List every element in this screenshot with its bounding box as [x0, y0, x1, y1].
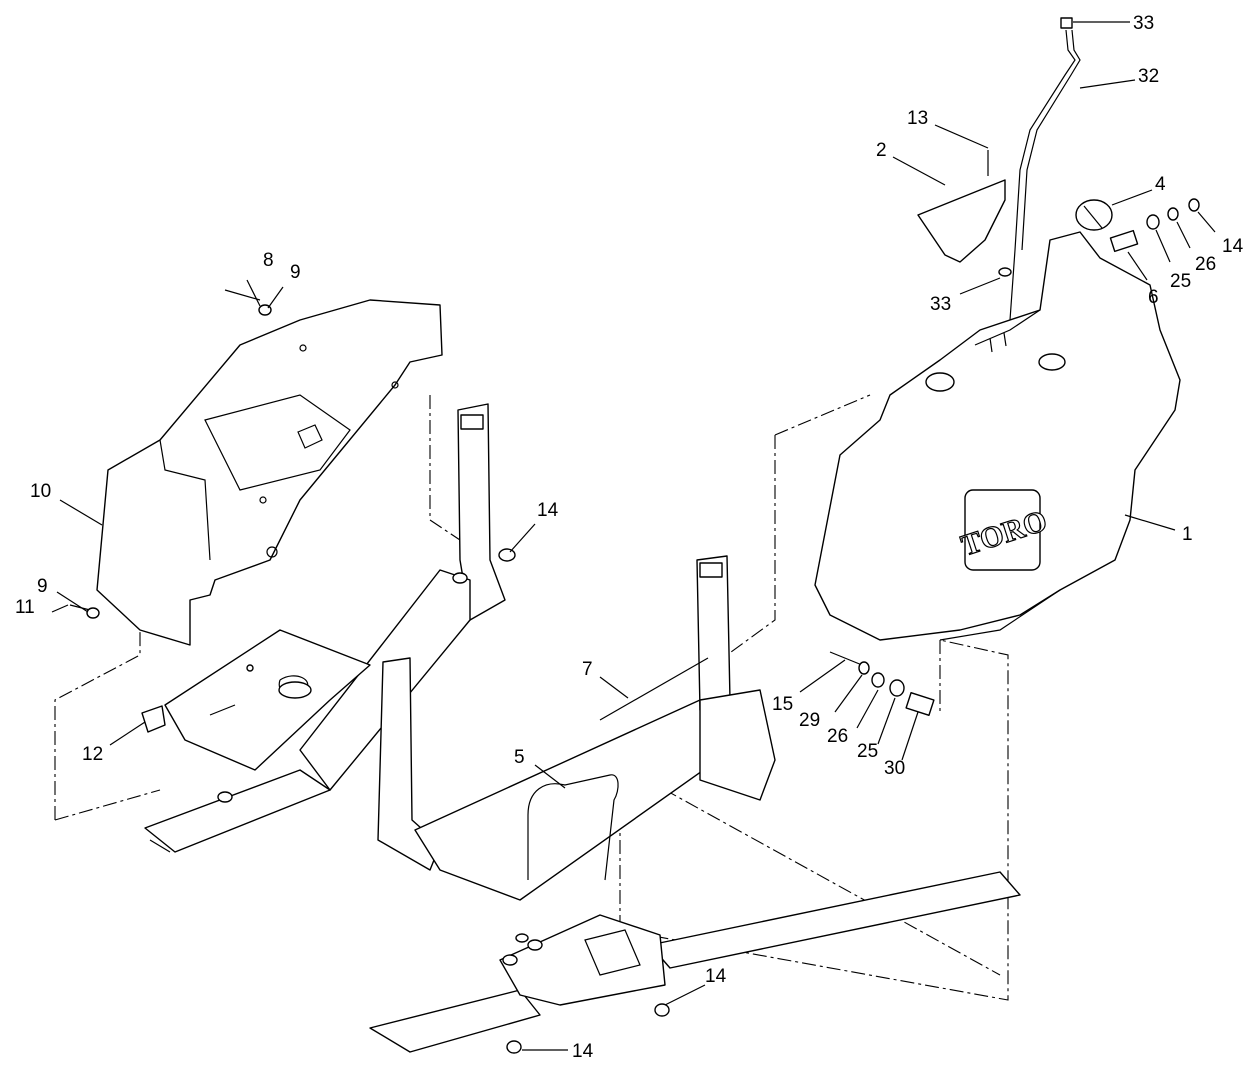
callout-14-bottom: 14 — [572, 1041, 594, 1062]
callout-8: 8 — [263, 250, 274, 271]
callout-14-tank: 14 — [1222, 236, 1244, 257]
callout-33-top: 33 — [1133, 13, 1154, 34]
callout-10: 10 — [30, 481, 51, 502]
callout-5: 5 — [514, 747, 525, 768]
callout-33-mid: 33 — [930, 294, 951, 315]
leader-lines — [51, 21, 1216, 1051]
assembly-outlines — [54, 394, 1009, 1001]
callout-25-tank: 25 — [1170, 271, 1191, 292]
callout-14-front: 14 — [705, 966, 727, 987]
seat-shroud-part — [96, 299, 443, 646]
small-parts — [69, 17, 1200, 1054]
callout-15: 15 — [772, 694, 793, 715]
callout-11: 11 — [15, 597, 35, 618]
callout-4: 4 — [1155, 174, 1166, 195]
callout-29: 29 — [799, 710, 820, 731]
callout-6: 6 — [1148, 287, 1159, 308]
callout-1: 1 — [1182, 524, 1193, 545]
callout-13: 13 — [907, 108, 928, 129]
callout-9-top: 9 — [290, 262, 301, 283]
chassis-frame — [144, 403, 1021, 1053]
callout-26-bottom: 26 — [827, 726, 848, 747]
callout-7: 7 — [582, 659, 593, 680]
callout-25-bottom: 25 — [857, 741, 878, 762]
callout-12: 12 — [82, 744, 103, 765]
callout-labels: 33 32 13 2 4 14 26 25 6 33 8 9 10 14 1 9… — [15, 13, 1244, 1062]
fuel-tank-part: TORO — [814, 231, 1181, 641]
callout-32: 32 — [1138, 66, 1159, 87]
callout-30: 30 — [884, 758, 905, 779]
callout-14-frame: 14 — [537, 500, 559, 521]
callout-26-tank: 26 — [1195, 254, 1216, 275]
callout-9-left: 9 — [37, 576, 48, 597]
callout-2: 2 — [876, 140, 887, 161]
